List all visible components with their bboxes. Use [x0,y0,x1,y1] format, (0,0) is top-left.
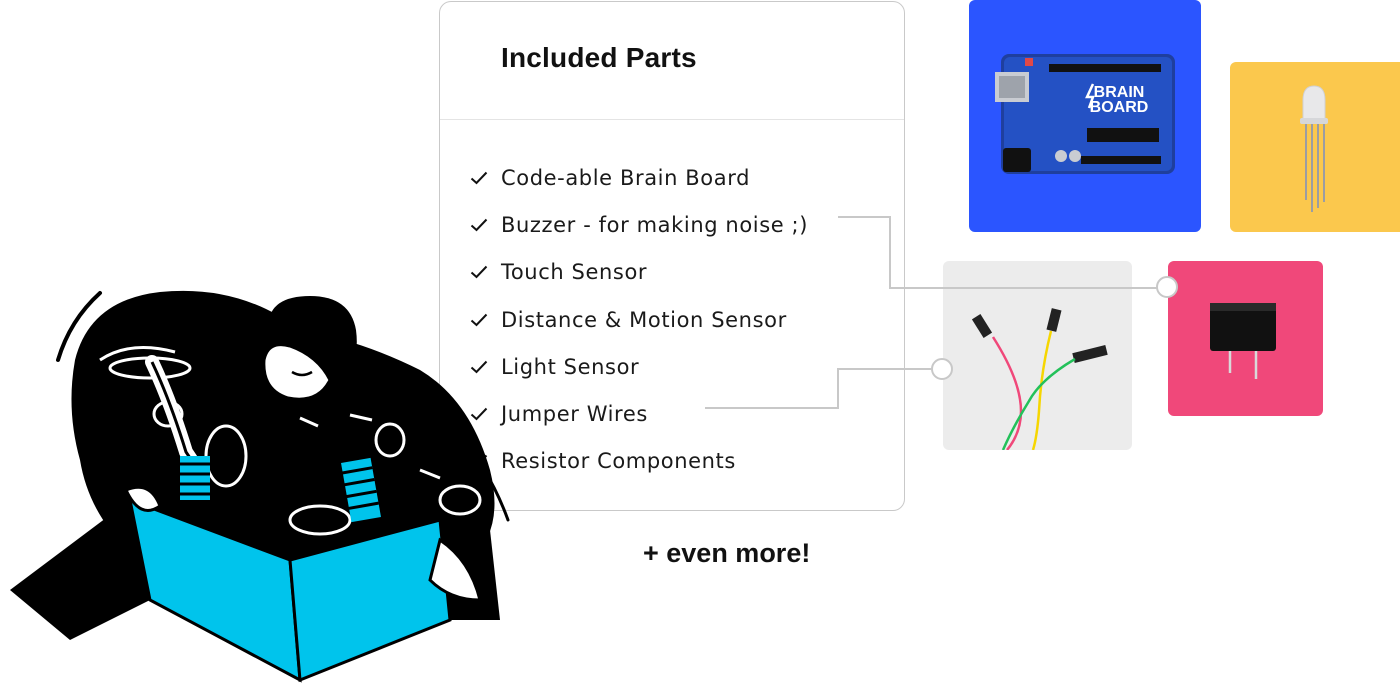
check-icon [470,171,488,185]
check-icon [470,407,488,421]
rgb-led-image [1300,85,1328,212]
parts-list: Code-able Brain Board Buzzer - for makin… [470,154,808,485]
part-label: Resistor Components [501,449,736,474]
card-divider [440,119,904,120]
list-item: Resistor Components [470,438,808,485]
list-item: Distance & Motion Sensor [470,296,808,343]
part-label: Distance & Motion Sensor [501,307,787,332]
list-item: Buzzer - for making noise ;) [470,201,808,248]
part-label: Touch Sensor [501,260,648,285]
buzzer-image [1210,303,1276,379]
list-item: Light Sensor [470,343,808,390]
included-parts-card: Included Parts Code-able Brain Board Buz… [439,1,905,511]
jumper-wires-tile [943,261,1132,450]
brain-board-image: BRAIN BOARD [995,54,1175,174]
card-title: Included Parts [501,42,697,73]
check-icon [470,218,488,232]
check-icon [470,313,488,326]
brain-board-tile: BRAIN BOARD [969,0,1201,232]
list-item: Code-able Brain Board [470,154,808,201]
part-label: Jumper Wires [501,402,648,427]
board-logo-line1: BRAIN [1094,84,1145,101]
part-label: Buzzer - for making noise ;) [501,212,809,237]
board-logo-line2: BOARD [1090,99,1149,116]
kid-opening-box-illustration [10,290,510,683]
rgb-led-tile [1230,62,1400,232]
check-icon [470,360,488,374]
list-item: Touch Sensor [470,249,808,296]
buzzer-tile [1168,261,1323,416]
part-label: Light Sensor [501,354,640,379]
part-label: Code-able Brain Board [501,165,751,190]
list-item: Jumper Wires [470,390,808,437]
jumper-wires-image [971,308,1108,450]
even-more-text: + even more! [643,538,811,568]
check-icon [470,266,488,279]
